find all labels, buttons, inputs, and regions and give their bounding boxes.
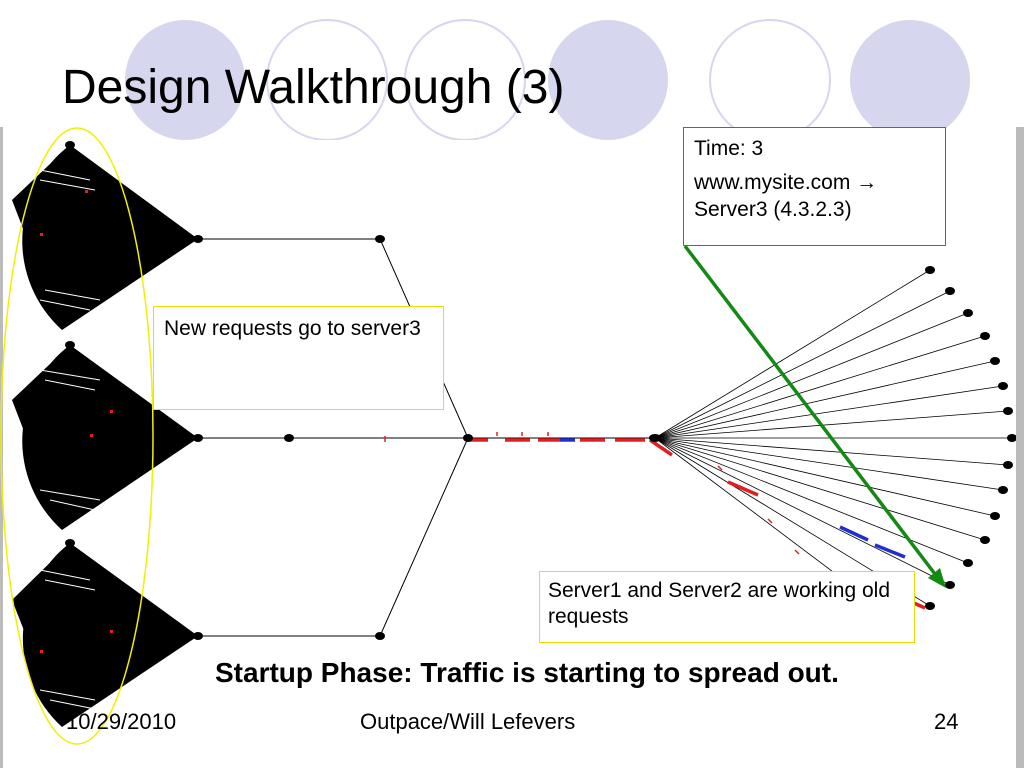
client-cluster-middle xyxy=(12,345,199,530)
decor-circle xyxy=(266,19,388,140)
traffic-red-ticks xyxy=(384,432,800,555)
time-callout: Time: 3 www.mysite.com → Server3 (4.3.2.… xyxy=(683,127,946,246)
decor-circle xyxy=(404,19,526,140)
footer-date: 10/29/2010 xyxy=(66,709,177,734)
decor-circle xyxy=(709,19,831,140)
cluster-red-dots xyxy=(40,190,113,653)
decor-circle xyxy=(850,20,970,140)
client-highlight-ellipse xyxy=(0,127,154,745)
traffic-blue xyxy=(560,438,906,559)
client-cluster-top xyxy=(12,145,198,330)
time-label: Time: 3 xyxy=(694,137,764,160)
decor-circle xyxy=(125,20,245,140)
decorative-circles xyxy=(125,19,970,140)
slide-title: Design Walkthrough (3) xyxy=(62,61,565,114)
slide-caption: Startup Phase: Traffic is starting to sp… xyxy=(215,657,839,688)
diagram-right-border xyxy=(1016,127,1024,768)
decor-circle xyxy=(548,20,668,140)
footer-author: Outpace/Will Lefevers xyxy=(360,709,576,734)
annotation-arrow xyxy=(683,244,946,588)
new-requests-callout: New requests go to server3 xyxy=(153,306,444,410)
network-nodes xyxy=(65,141,1017,640)
old-requests-callout: Server1 and Server2 are working old requ… xyxy=(539,571,915,643)
server-links xyxy=(654,269,1012,627)
cluster-hatching xyxy=(39,169,101,711)
client-cluster-bottom xyxy=(12,543,198,727)
network-diagram xyxy=(0,127,1024,768)
dns-mapping: www.mysite.com → Server3 (4.3.2.3) xyxy=(694,171,878,221)
footer-page-number: 24 xyxy=(934,709,959,734)
